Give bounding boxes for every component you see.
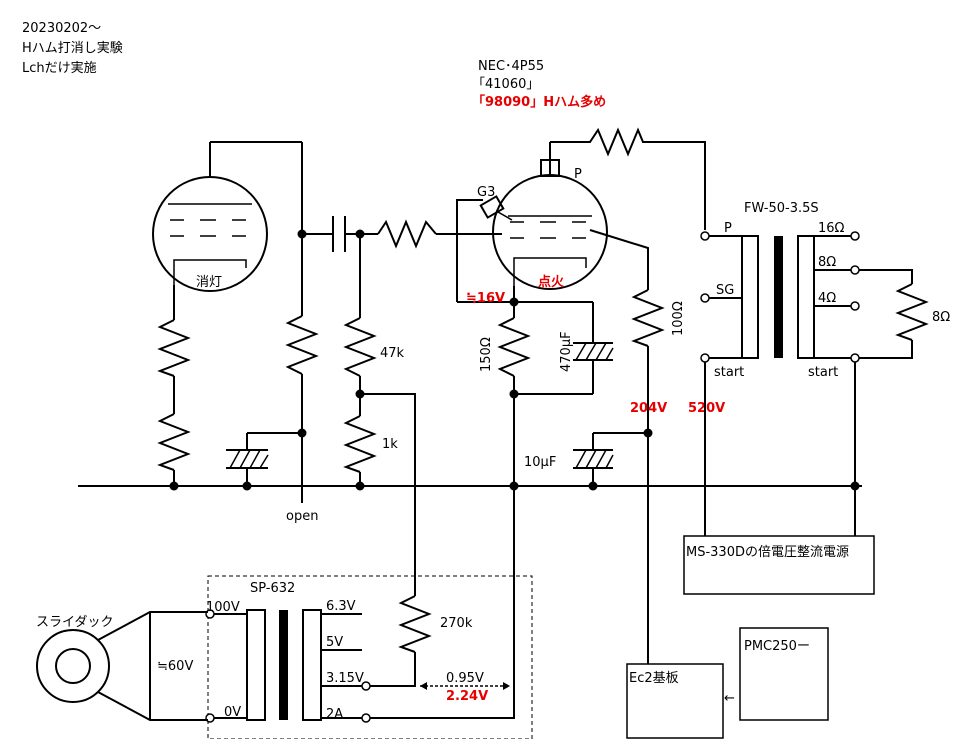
note-channel: Lchだけ実施 [22,60,97,76]
heater-transformer-model: SP-632 [250,581,295,596]
note-date: 20230202～ [22,21,101,36]
power-supply-label: MS-330Dの倍電圧整流電源 [686,545,849,560]
ec2-arrow: ← [724,691,735,706]
tap-6-3v: 6.3V [326,599,356,614]
tap-100v: 100V [206,600,240,615]
slidac: スライダック ≒60V [36,611,208,721]
ec2-board-box [626,663,724,739]
left-tube-state: 消灯 [196,275,222,290]
resistor-100-label: 100Ω [671,301,686,336]
left-plate-resistor [285,315,319,375]
tap-5v: 5V [326,635,343,650]
primary-sg: SG [716,283,734,298]
pmc-box [739,627,829,721]
secondary-4: 4Ω [818,291,836,306]
left-cathode-resistor-2 [157,413,191,471]
output-transformer: FW-50-3.5S P SG start 16Ω 8Ω 4Ω start [700,201,860,380]
note-title: Hハム打消し実験 [22,40,123,56]
voltage-204: 204V [630,401,667,416]
resistor-1k-label: 1k [382,437,398,452]
tap-2a: 2A [326,707,343,722]
left-cathode-resistor-1 [157,319,191,377]
output-tube: P 点火 G3 [477,142,608,290]
resistor-150-label: 150Ω [479,337,494,372]
g3-pin-label: G3 [477,185,495,200]
load-resistor-8 [895,283,929,341]
cathode-resistor-150 [497,317,531,377]
primary-p: P [724,221,732,236]
tube-serial-1: 「41060」 [472,77,539,92]
tube-model: NEC･4P55 [478,59,544,74]
heater-v1: 0.95V [446,671,484,686]
secondary-8: 8Ω [818,255,836,270]
capacitor-470-label: 470μF [559,331,574,372]
resistor-47k-label: 47k [380,346,405,361]
plate-pin-label: P [574,167,582,182]
resistor-270k-label: 270k [440,616,473,631]
tube-state: 点火 [538,274,565,290]
grid-stopper-resistor [377,219,437,249]
heater-transformer: 100V 0V 6.3V 5V 3.15V 2A [205,599,371,723]
secondary-start: start [808,365,838,380]
tap-3-15v: 3.15V [326,671,364,686]
tube-serial-2: 「98090」Hハム多め [472,94,606,110]
pmc-label: PMC250ー [744,639,810,654]
output-transformer-model: FW-50-3.5S [744,201,819,216]
left-tube: 消灯 [152,141,303,316]
ec2-board-label: Ec2基板 [629,671,679,686]
power-supply-box [683,535,875,595]
heater-transformer-box [207,575,533,739]
voltage-520: 520V [688,401,725,416]
screen-resistor-100 [631,289,665,347]
slidac-voltage: ≒60V [157,659,193,674]
left-cathode-capacitor [226,432,302,491]
load-label: 8Ω [932,310,950,325]
primary-start: start [714,365,744,380]
heater-v2: 2.24V [446,689,488,704]
cathode-voltage: ≒16V [466,291,505,306]
coupling-capacitor [302,216,378,252]
capacitor-10-label: 10μF [524,455,556,470]
screen-capacitor-10uf [573,432,648,491]
cathode-capacitor-470uf [514,302,614,395]
resistor-47k [343,317,377,377]
slidac-label: スライダック [36,615,113,630]
resistor-270k [398,595,432,653]
open-label: open [286,509,318,524]
tap-0v: 0V [224,705,241,720]
secondary-16: 16Ω [818,221,845,236]
resistor-1k [343,415,377,473]
